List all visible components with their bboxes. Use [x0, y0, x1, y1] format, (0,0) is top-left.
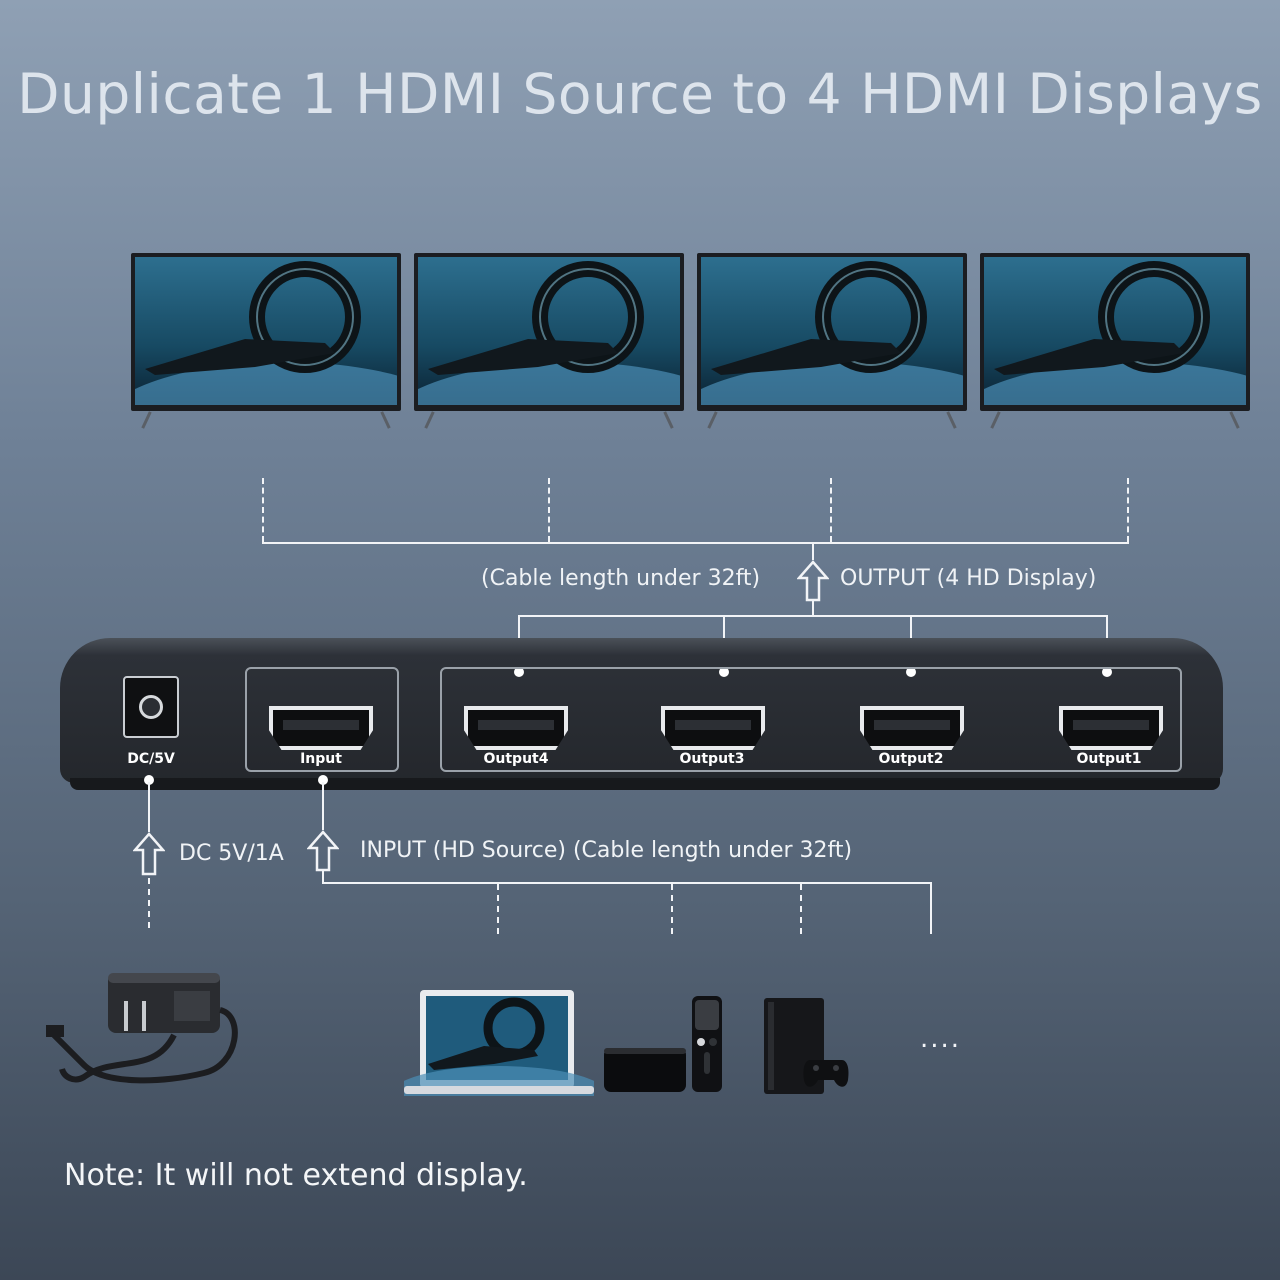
hdmi-input-port — [269, 706, 373, 750]
splitter-base — [70, 778, 1220, 790]
input-line — [930, 882, 932, 934]
output-connector — [812, 600, 814, 616]
connection-dot — [144, 775, 154, 785]
output-port-label: Output3 — [679, 751, 745, 767]
output-port-label: Output4 — [483, 751, 549, 767]
cable-length-label: (Cable length under 32ft) — [481, 566, 761, 591]
connection-dot — [719, 667, 729, 677]
hdmi-output-port — [860, 706, 964, 750]
more-sources-ellipsis: .... — [920, 1024, 962, 1054]
connection-dot — [318, 775, 328, 785]
note-text: Note: It will not extend display. — [64, 1158, 528, 1193]
input-dashed-line — [671, 884, 673, 934]
output-bus-line — [262, 542, 1129, 544]
input-line — [322, 870, 324, 884]
tv-icon — [697, 253, 967, 433]
dc-dashed-line — [148, 878, 150, 928]
output-port-label: Output2 — [878, 751, 944, 767]
upload-arrow-icon — [797, 560, 829, 602]
input-dashed-line — [497, 884, 499, 934]
output-port-bus — [518, 615, 1108, 617]
upload-arrow-icon — [307, 830, 339, 872]
input-bus-line — [322, 882, 932, 884]
output-port-box — [440, 667, 1182, 772]
output-label: OUTPUT (4 HD Display) — [840, 566, 1097, 591]
output-dashed-line — [830, 478, 832, 542]
page-title: Duplicate 1 HDMI Source to 4 HDMI Displa… — [17, 62, 1263, 126]
hdmi-splitter — [60, 638, 1223, 783]
input-port-label: Input — [300, 751, 342, 767]
hdmi-output-port — [464, 706, 568, 750]
game-console-icon — [764, 998, 849, 1094]
connection-dot — [1102, 667, 1112, 677]
laptop-icon — [404, 990, 594, 1096]
connection-dot — [906, 667, 916, 677]
dc-line — [148, 782, 150, 832]
tv-icon — [980, 253, 1250, 433]
tv-icon — [131, 253, 401, 433]
media-box-icon — [604, 996, 722, 1092]
input-dashed-line — [800, 884, 802, 934]
dc-port-label: DC/5V — [127, 751, 175, 767]
power-adapter-icon — [46, 973, 238, 1084]
dc-power-port — [123, 676, 179, 738]
output-dashed-line — [1127, 478, 1129, 542]
dc-input-label: DC 5V/1A — [179, 841, 284, 866]
input-line — [322, 782, 324, 830]
input-source-label: INPUT (HD Source) (Cable length under 32… — [360, 838, 853, 863]
input-port-box — [245, 667, 399, 772]
hdmi-output-port — [1059, 706, 1163, 750]
connection-dot — [514, 667, 524, 677]
tv-icon — [414, 253, 684, 433]
output-connector — [812, 542, 814, 560]
output-dashed-line — [262, 478, 264, 542]
upload-arrow-icon — [133, 832, 165, 876]
hdmi-output-port — [661, 706, 765, 750]
output-dashed-line — [548, 478, 550, 542]
output-port-label: Output1 — [1076, 751, 1142, 767]
